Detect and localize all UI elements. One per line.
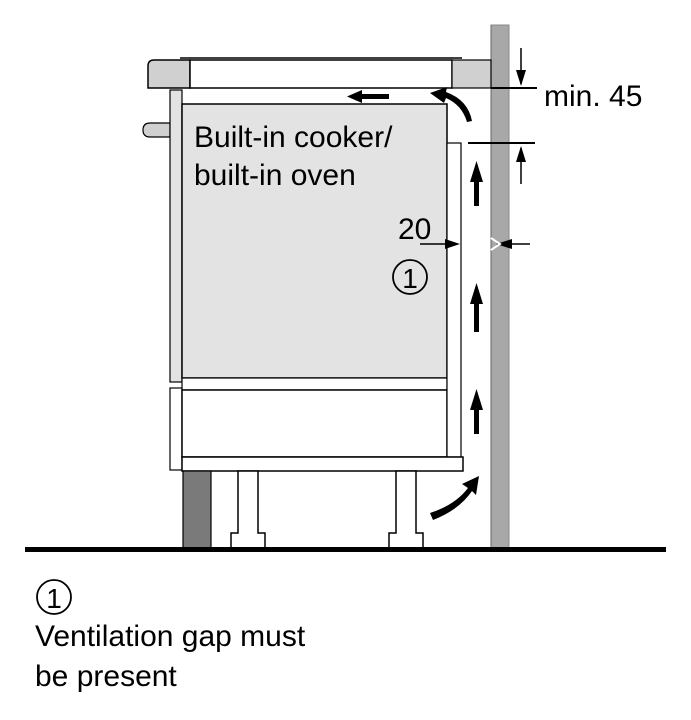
oven-handle <box>142 122 171 138</box>
cabinet-side-panel <box>446 142 462 458</box>
legend-marker-number: 1 <box>46 583 62 614</box>
drawer-body <box>181 389 448 458</box>
legend-text-line2: be present <box>35 660 177 693</box>
airflow-arrow-up-3 <box>470 161 483 206</box>
oven-bottom-strip <box>181 377 448 391</box>
foot-right <box>388 470 424 549</box>
dimension-min-45 <box>468 48 537 184</box>
airflow-arrow-left <box>347 90 389 103</box>
dimension-gap-20 <box>420 237 530 251</box>
legend: 1 Ventilation gap must be present <box>35 579 306 693</box>
floor <box>25 547 666 552</box>
airflow-arrow-up-2 <box>470 283 483 332</box>
legend-text-line1: Ventilation gap must <box>35 620 306 653</box>
airflow-arrows <box>347 87 483 520</box>
worktop <box>147 57 492 89</box>
appliance-label-line1: Built-in cooker/ <box>194 121 393 154</box>
airflow-arrow-curved-top <box>430 87 472 122</box>
cabinet-base <box>181 456 464 472</box>
airflow-arrow-curved-bottom <box>430 476 479 520</box>
drawer-front <box>169 387 183 471</box>
foot-left <box>230 470 266 549</box>
appliance-label-line2: built-in oven <box>194 159 356 192</box>
side-wall <box>490 24 510 551</box>
plinth <box>182 470 212 549</box>
airflow-arrow-up-1 <box>470 389 483 434</box>
oven-door <box>169 89 183 383</box>
dimension-min-45-label: min. 45 <box>544 80 642 113</box>
legend-marker-circle <box>36 579 72 615</box>
dimension-gap-20-label: 20 <box>398 213 431 246</box>
callout-marker-number: 1 <box>402 263 418 294</box>
oven-body <box>181 103 448 379</box>
callout-marker-circle <box>392 259 428 295</box>
